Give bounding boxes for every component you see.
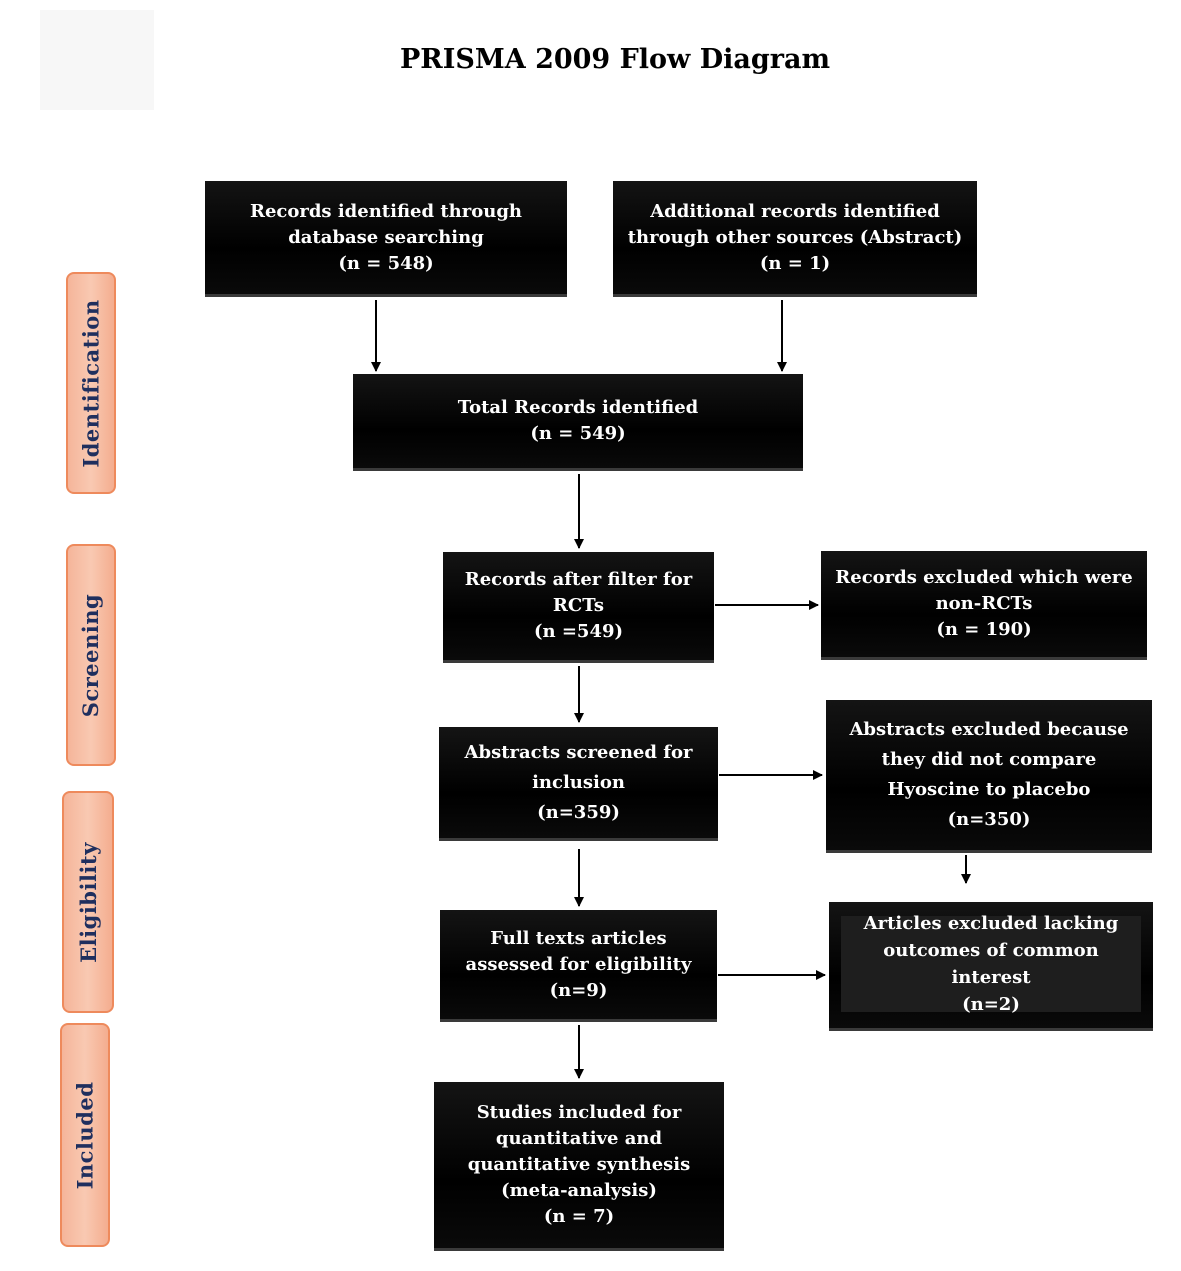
- box-count: (n=359): [537, 801, 620, 823]
- box-line: Records after filter for: [464, 569, 693, 590]
- box-line: Records identified through: [249, 200, 522, 222]
- box-line: RCTs: [552, 595, 605, 616]
- box-line: Studies included for: [476, 1102, 682, 1123]
- box-line: outcomes of common interest: [883, 940, 1099, 988]
- phase-included: Included: [60, 1023, 110, 1247]
- logo-placeholder: [40, 10, 154, 110]
- box-full-texts: Full texts articles assessed for eligibi…: [440, 910, 717, 1022]
- box-count: (n = 548): [338, 252, 434, 274]
- box-count: (n = 7): [543, 1206, 615, 1227]
- box-count: (n =549): [533, 621, 624, 642]
- box-line: Abstracts screened for: [464, 741, 693, 763]
- box-count: (n=350): [947, 809, 1031, 830]
- box-line: Articles excluded lacking: [863, 913, 1119, 934]
- phase-identification: Identification: [66, 272, 116, 494]
- box-line: inclusion: [532, 771, 625, 793]
- box-after-filter: Records after filter for RCTs (n =549): [443, 552, 714, 663]
- phase-eligibility: Eligibility: [62, 791, 114, 1013]
- box-other-sources: Additional records identified through ot…: [613, 181, 977, 297]
- phase-screening: Screening: [66, 544, 116, 766]
- box-count: (n = 190): [936, 619, 1032, 640]
- box-abstracts-screened: Abstracts screened for inclusion (n=359): [439, 727, 718, 841]
- box-count: (n=9): [549, 979, 608, 1001]
- box-line: non-RCTs: [935, 593, 1033, 614]
- box-line: through other sources (Abstract): [627, 226, 963, 248]
- box-database-records: Records identified through database sear…: [205, 181, 567, 297]
- box-line: Additional records identified: [650, 200, 940, 222]
- box-line: Abstracts excluded because: [849, 719, 1129, 740]
- box-count: (n=2): [962, 994, 1020, 1015]
- box-line: Total Records identified: [457, 397, 699, 418]
- box-count: (n = 1): [759, 252, 831, 274]
- box-line: quantitative and: [495, 1128, 663, 1149]
- box-line: Records excluded which were: [835, 567, 1133, 588]
- box-line: (meta-analysis): [501, 1180, 657, 1201]
- diagram-title: PRISMA 2009 Flow Diagram: [399, 44, 831, 75]
- box-abstracts-excluded: Abstracts excluded because they did not …: [826, 700, 1152, 853]
- box-articles-excluded-inner: Articles excluded lacking outcomes of co…: [841, 913, 1141, 1015]
- box-excluded-non-rct: Records excluded which were non-RCTs (n …: [821, 551, 1147, 660]
- box-line: database searching: [288, 226, 484, 248]
- box-line: Full texts articles: [490, 927, 667, 949]
- box-total-records: Total Records identified (n = 549): [353, 374, 803, 471]
- box-line: quantitative synthesis: [467, 1154, 691, 1175]
- box-line: Hyoscine to placebo: [887, 779, 1091, 800]
- box-count: (n = 549): [530, 423, 626, 444]
- box-studies-included: Studies included for quantitative and qu…: [434, 1082, 724, 1251]
- box-line: assessed for eligibility: [465, 953, 692, 975]
- box-line: they did not compare: [881, 749, 1097, 770]
- box-articles-excluded: Articles excluded lacking outcomes of co…: [829, 902, 1153, 1031]
